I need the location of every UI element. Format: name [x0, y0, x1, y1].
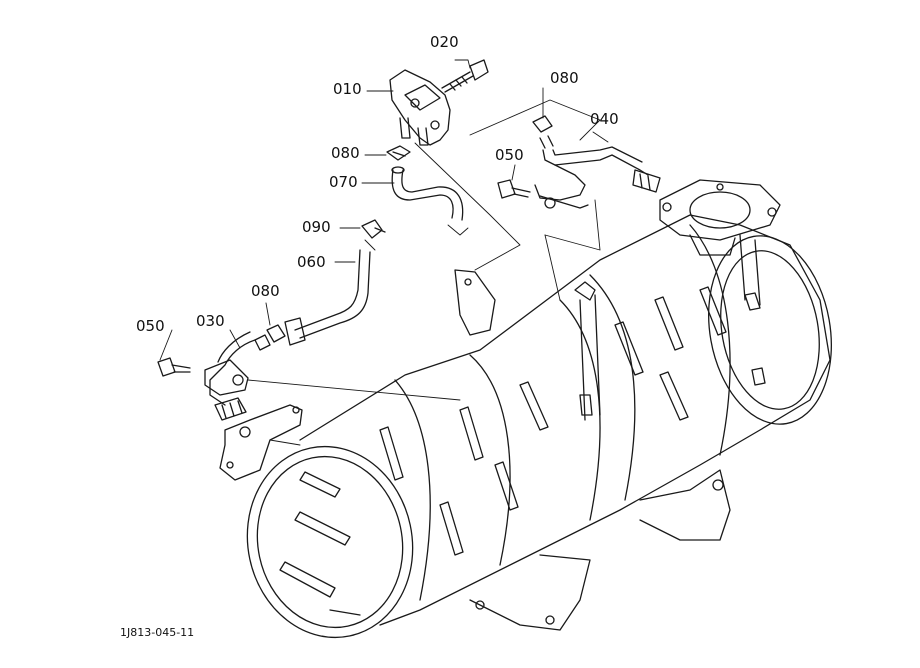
part-label-030: 030: [196, 312, 225, 330]
part-label-010: 010: [333, 80, 362, 98]
hose-060: [284, 249, 371, 346]
leader-lines: [159, 59, 609, 446]
part-label-050-left: 050: [136, 317, 165, 335]
pressure-sensor-assembly: [389, 69, 451, 146]
hose-clamp-080-upper: [386, 145, 411, 161]
hose-clamp-080-right: [532, 115, 554, 149]
part-label-080-lower: 080: [251, 282, 280, 300]
hose-070: [391, 166, 464, 221]
bolt-050-right: [497, 179, 531, 199]
part-label-020: 020: [430, 33, 459, 51]
part-label-070: 070: [329, 173, 358, 191]
part-label-040: 040: [590, 110, 619, 128]
figure-code: 1J813-045-11: [120, 626, 195, 639]
bolt-020: [441, 59, 489, 93]
hose-clamp-090: [361, 219, 386, 239]
bolt-050-left: [157, 357, 191, 377]
pipe-040: [534, 146, 661, 209]
part-label-060: 060: [297, 253, 326, 271]
part-label-080-upper: 080: [331, 144, 360, 162]
pipe-030: [204, 331, 256, 421]
part-label-080-right: 080: [550, 69, 579, 87]
part-label-050-right: 050: [495, 146, 524, 164]
hose-clamp-080-lower: [254, 324, 286, 351]
dpf-canister: [219, 179, 832, 639]
part-label-090: 090: [302, 218, 331, 236]
